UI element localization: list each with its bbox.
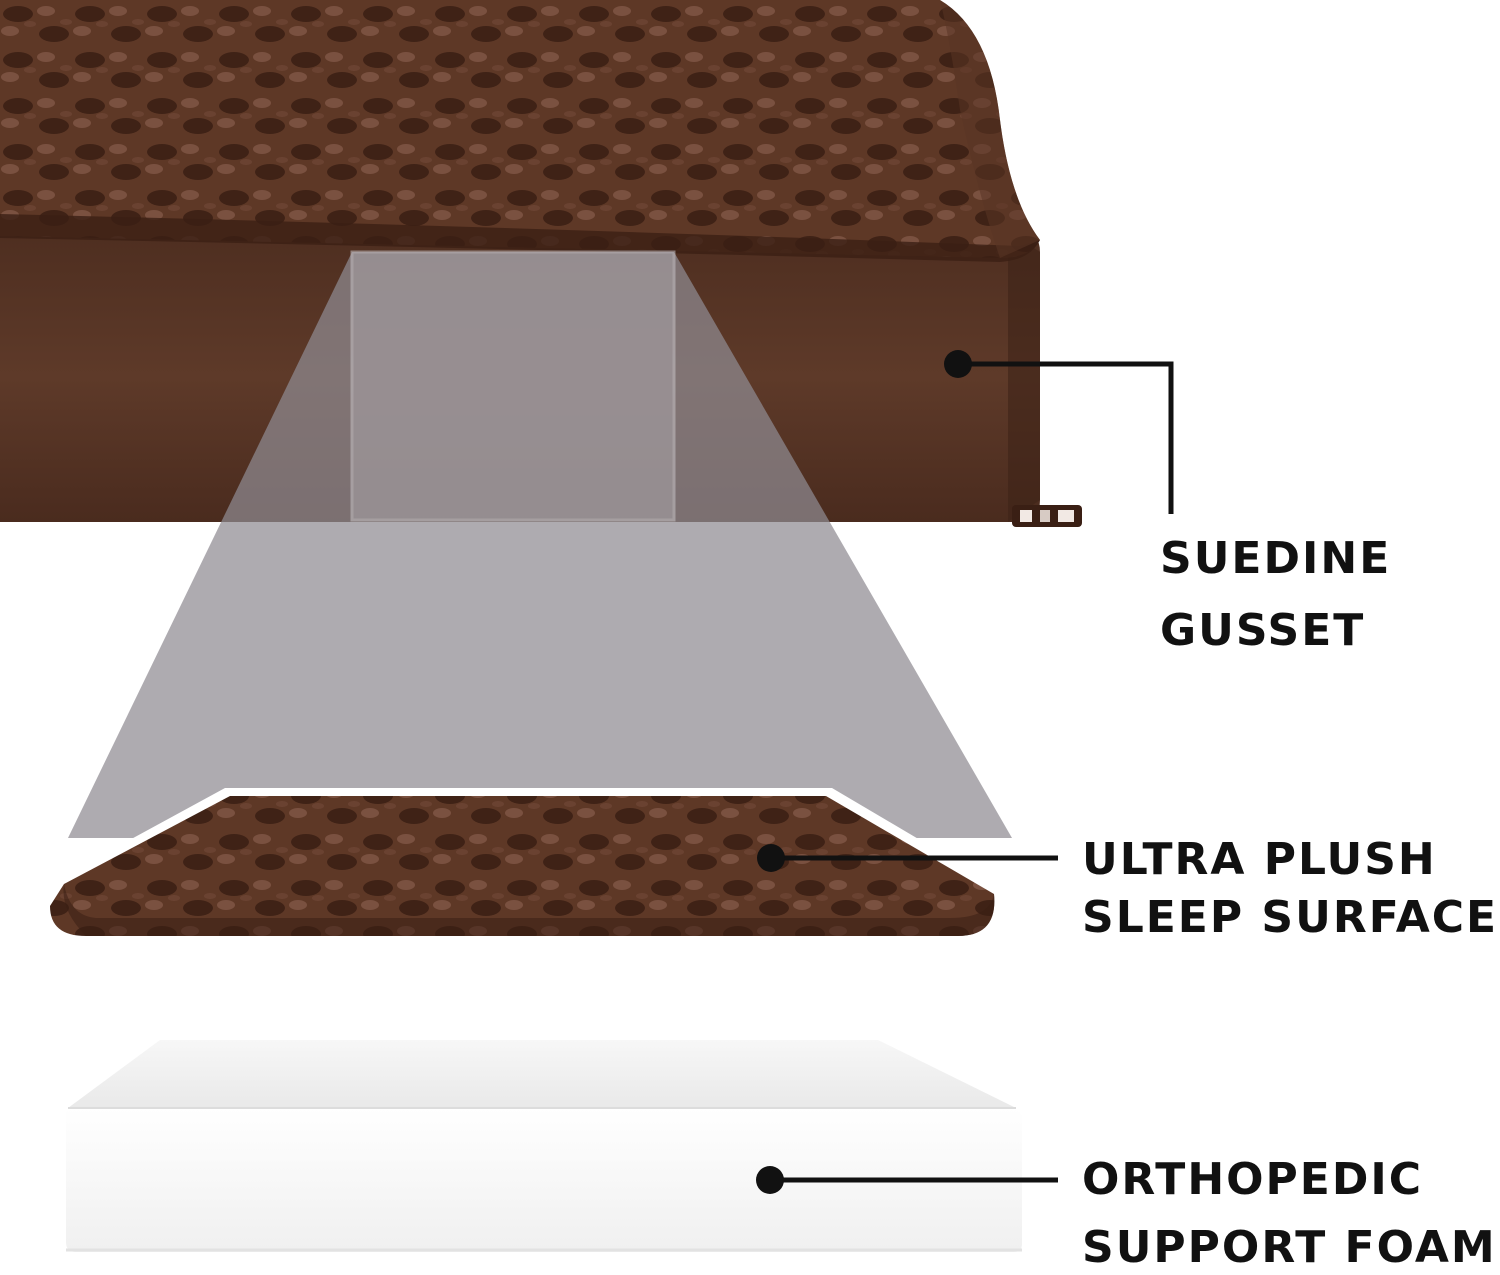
ultra-plush-dot-marker-icon [757,844,785,872]
orthopedic-foam-block [66,1040,1022,1252]
bed-plush-top [0,0,1040,262]
suedine-gusset-label-line1: SUEDINE [1160,533,1392,584]
callout-ultra-plush-connector [757,844,1058,872]
orthopedic-dot-marker-icon [756,1166,784,1194]
orthopedic-foam-label-line1: ORTHOPEDIC [1082,1154,1424,1205]
zipper-pull-icon [1012,505,1082,527]
callout-suedine-gusset-connector [944,350,1174,514]
orthopedic-foam-label-line2: SUPPORT FOAM [1082,1222,1497,1273]
callout-orthopedic-foam-connector [756,1166,1058,1194]
suedine-dot-marker-icon [944,350,972,378]
zoom-cone [68,250,1012,838]
ultra-plush-layer [40,788,1009,944]
ultra-plush-label-line1: ULTRA PLUSH [1082,834,1437,885]
suedine-gusset-label-line2: GUSSET [1160,605,1366,656]
ultra-plush-label-line2: SLEEP SURFACE [1082,892,1499,943]
